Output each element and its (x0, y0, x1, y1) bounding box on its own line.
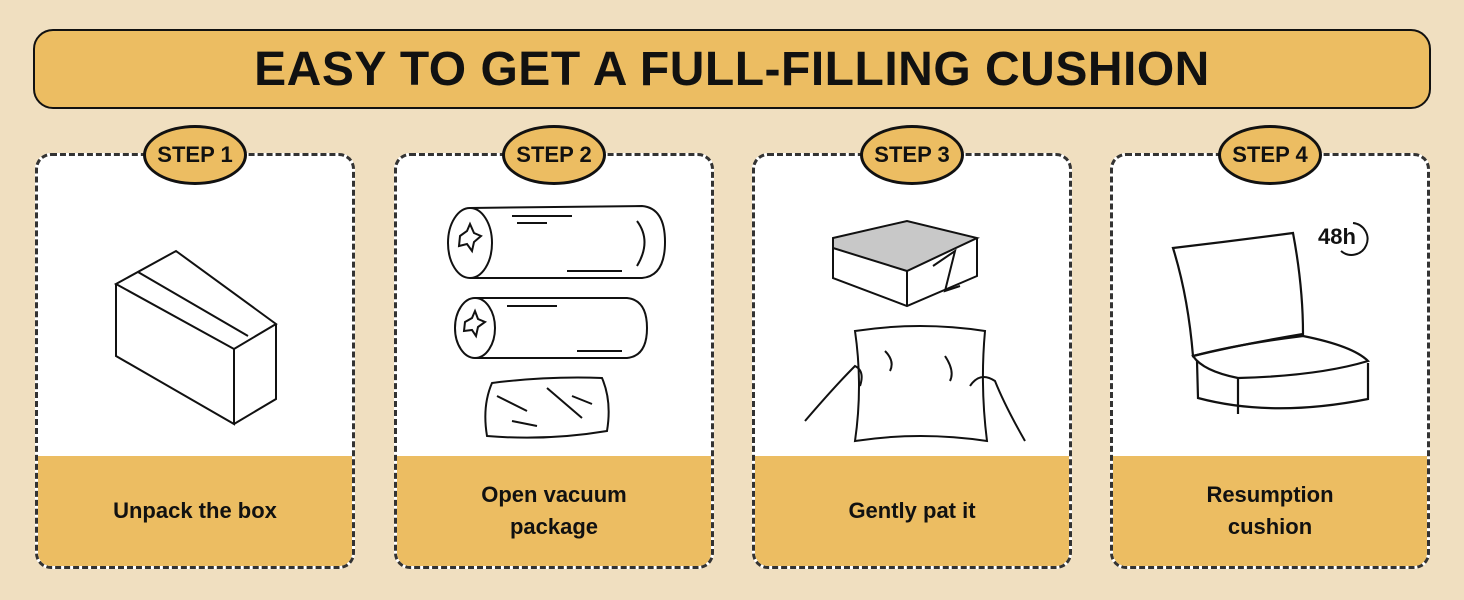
step-1-panel: Unpack the box (35, 153, 355, 569)
step-4-badge: STEP 4 (1218, 125, 1322, 185)
step-caption: Gently pat it (848, 498, 976, 523)
pat-cushion-icon (804, 219, 1026, 443)
step-3-badge: STEP 3 (860, 125, 964, 185)
step-4-panel: 48h Resumption cushion (1110, 153, 1430, 569)
cushion-icon (1171, 231, 1371, 414)
step-2-panel: Open vacuum package (394, 153, 714, 569)
step-1-badge: STEP 1 (143, 125, 247, 185)
title-banner: EASY TO GET A FULL-FILLING CUSHION (33, 29, 1431, 109)
step-3-panel: Gently pat it (752, 153, 1072, 569)
clock-icon (1340, 222, 1369, 256)
box-icon (113, 249, 278, 426)
timer-48h-label: 48h (1318, 224, 1356, 249)
vacuum-roll-icon (447, 204, 667, 439)
step-2-badge: STEP 2 (502, 125, 606, 185)
step-caption: Open vacuum package (481, 482, 627, 539)
step-caption: Resumption cushion (1206, 482, 1334, 539)
page-title: EASY TO GET A FULL-FILLING CUSHION (254, 42, 1210, 96)
step-caption: Unpack the box (113, 498, 277, 523)
